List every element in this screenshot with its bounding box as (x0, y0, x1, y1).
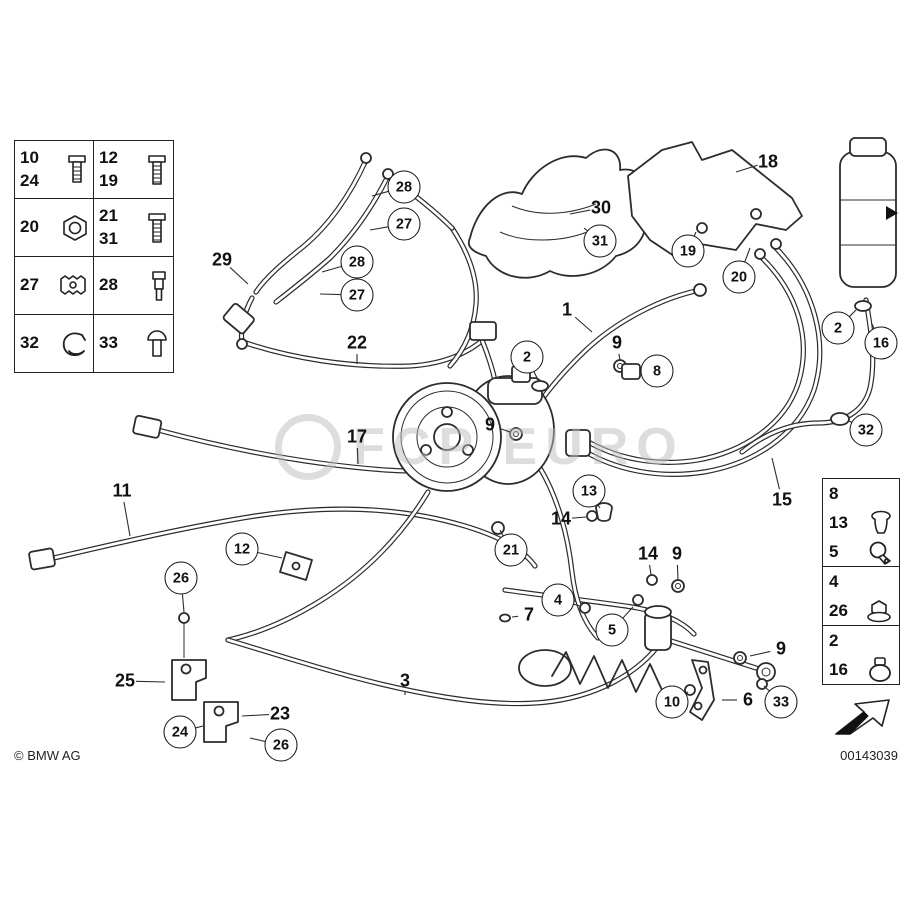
p-clamp-icon (867, 539, 893, 565)
watermark-logo-icon (275, 414, 341, 480)
part-number: 4 (829, 571, 839, 591)
pipe-brackets (171, 551, 313, 743)
hardware-legend-table: 8 13 5 4 26 2 16 (822, 478, 900, 685)
copyright-text: © BMW AG (14, 748, 81, 763)
leader-line (356, 447, 359, 465)
part-number: 8 (829, 483, 839, 503)
leader-line (848, 420, 853, 423)
leader-line (583, 227, 588, 232)
legend-cell: 33 (94, 315, 173, 372)
pipe-clamp-icon (58, 273, 88, 299)
legend-row: 13 (823, 508, 899, 537)
leader-line (618, 353, 621, 361)
part-number: 19 (99, 170, 118, 190)
hex-bolt-icon (66, 153, 88, 187)
part-number: 33 (99, 333, 118, 353)
flange-nut-icon (865, 599, 893, 623)
leader-line (135, 680, 166, 683)
leader-line (321, 265, 342, 273)
leader-line (511, 615, 519, 618)
legend-cell: 27 (15, 257, 94, 315)
leader-line (848, 309, 857, 318)
steering-rack (518, 605, 776, 721)
legend-cell: 10 24 (15, 141, 94, 199)
leader-line (744, 247, 751, 263)
fittings-and-seals (28, 152, 850, 665)
document-number: 00143039 (840, 748, 898, 763)
leader-line (685, 691, 689, 694)
part-number: 20 (20, 217, 39, 237)
legend-row: 2 (823, 625, 899, 655)
part-number: 2 (829, 630, 839, 650)
hex-bolt-icon (146, 211, 168, 245)
legend-row: 26 (823, 596, 899, 625)
leader-line (181, 593, 185, 613)
leader-line (499, 529, 504, 537)
leader-line (676, 564, 679, 581)
leader-line (597, 504, 601, 509)
leader-line (123, 501, 131, 537)
legend-row: 4 (823, 566, 899, 596)
leader-line (569, 209, 591, 215)
leader-line (571, 516, 587, 519)
leader-line (622, 606, 634, 619)
part-number: 31 (99, 228, 118, 248)
leader-line (257, 551, 283, 559)
legend-cell: 20 (15, 199, 94, 257)
leader-line (533, 371, 539, 381)
part-number: 12 (99, 147, 118, 167)
leader-line (249, 737, 266, 743)
hex-bolt-icon (146, 153, 168, 187)
part-number: 27 (20, 275, 39, 295)
shoulder-screw-icon (150, 270, 168, 302)
leader-line (763, 685, 770, 692)
dome-bolt-icon (146, 329, 168, 359)
leader-line (771, 457, 780, 490)
part-number: 32 (20, 333, 39, 353)
watermark-text: FCP EURO (353, 418, 685, 476)
spring-clip-icon (60, 330, 88, 358)
part-number: 26 (829, 600, 848, 620)
leader-line (500, 428, 511, 433)
leader-line (195, 725, 204, 729)
fasteners-legend-table: 10 24 12 19 20 (14, 140, 174, 373)
hose-clamp-icon (867, 656, 893, 684)
leader-line (369, 226, 389, 231)
hex-nut-icon (62, 214, 88, 242)
part-number: 16 (829, 659, 848, 679)
part-number: 5 (829, 541, 839, 561)
leader-line (871, 323, 875, 329)
view-direction-arrow-icon (822, 694, 898, 738)
legend-cell: 12 19 (94, 141, 173, 199)
leader-line (735, 164, 758, 173)
legend-cell: 21 31 (94, 199, 173, 257)
leader-line (229, 267, 249, 285)
leader-line (319, 293, 342, 296)
watermark: FCP EURO (275, 414, 685, 480)
leader-line (649, 564, 652, 576)
small-arrow-marker (886, 206, 898, 220)
leader-line (693, 231, 697, 237)
leader-line (573, 603, 581, 607)
leader-line (749, 650, 771, 657)
legend-row: 8 (823, 479, 899, 508)
fluid-reservoir (839, 137, 898, 312)
legend-row: 5 (823, 537, 899, 566)
part-number: 28 (99, 275, 118, 295)
power-steering-pump (392, 321, 591, 492)
legend-cell: 32 (15, 315, 94, 372)
part-number: 24 (20, 170, 39, 190)
mounting-bracket (627, 141, 803, 261)
grommet-plug-icon (869, 510, 893, 536)
part-number: 21 (99, 205, 118, 225)
legend-cell: 28 (94, 257, 173, 315)
leader-line (371, 190, 389, 197)
part-number: 13 (829, 512, 848, 532)
leader-line (241, 714, 270, 717)
leader-line (574, 316, 593, 333)
part-number: 10 (20, 147, 39, 167)
legend-row: 16 (823, 655, 899, 684)
